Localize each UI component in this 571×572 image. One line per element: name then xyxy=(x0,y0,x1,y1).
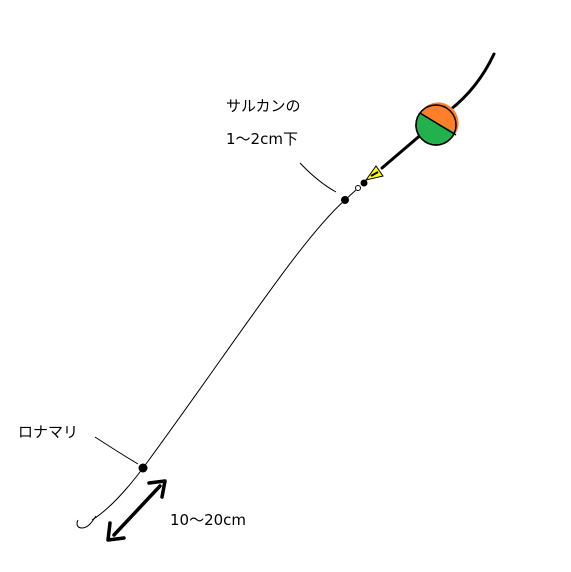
float xyxy=(415,102,459,146)
swivel-label-line1: サルカンの xyxy=(226,97,301,115)
float-stopper xyxy=(364,165,384,181)
leader-line xyxy=(91,189,357,521)
swivel-label-line2: 1～2cm下 xyxy=(226,130,298,148)
swivel xyxy=(355,179,368,191)
distance-arrow xyxy=(106,479,167,542)
distance-label: 10～20cm xyxy=(170,511,247,529)
sinker-label: ロナマリ xyxy=(18,423,79,441)
hook xyxy=(76,515,97,529)
split-shot-upper xyxy=(341,196,349,204)
sinker-callout-line xyxy=(94,436,139,465)
swivel-callout-line xyxy=(299,162,337,193)
split-shot-lower xyxy=(138,463,148,473)
